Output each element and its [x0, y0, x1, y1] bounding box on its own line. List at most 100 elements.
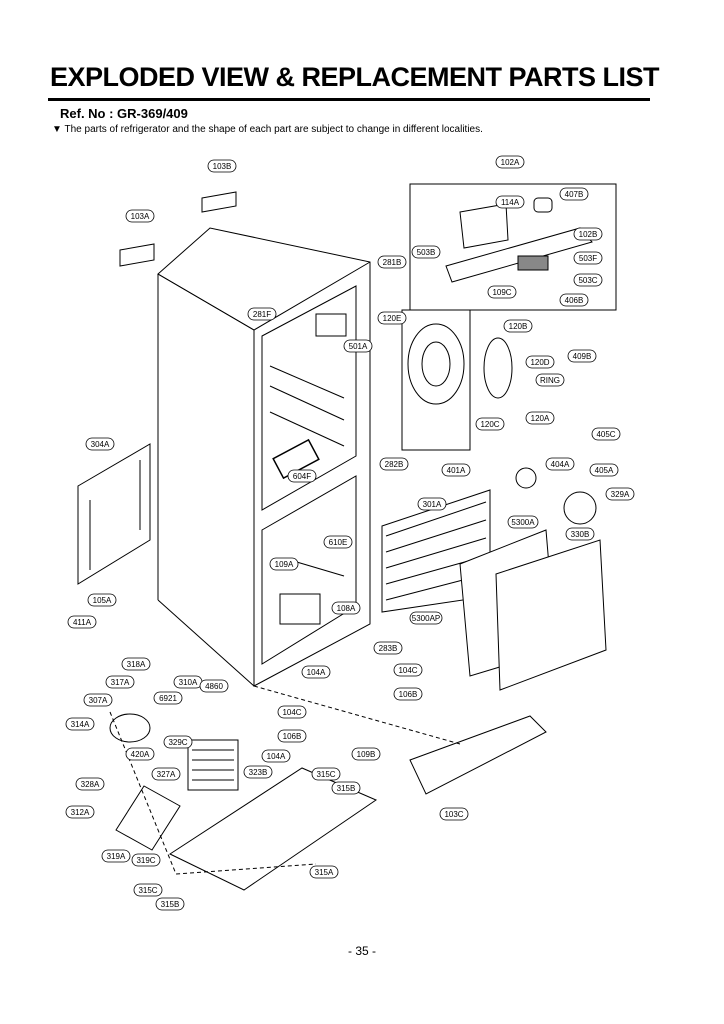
svg-text:283B: 283B	[379, 644, 398, 653]
callout-105A: 105A	[87, 593, 117, 607]
svg-text:328A: 328A	[81, 780, 100, 789]
svg-text:105A: 105A	[93, 596, 112, 605]
svg-text:319C: 319C	[136, 856, 155, 865]
callout-315B-lower: 315B	[155, 897, 185, 911]
callout-103B: 103B	[207, 159, 237, 173]
callout-120A: 120A	[525, 411, 555, 425]
svg-text:4860: 4860	[205, 682, 223, 691]
svg-text:503F: 503F	[579, 254, 597, 263]
callout-315A: 315A	[309, 865, 339, 879]
callout-604F: 604F	[287, 469, 317, 483]
svg-text:405A: 405A	[595, 466, 614, 475]
svg-text:103B: 103B	[213, 162, 232, 171]
callout-503F: 503F	[573, 251, 603, 265]
callout-104C-upper: 104C	[393, 663, 423, 677]
svg-text:409B: 409B	[573, 352, 592, 361]
svg-text:610E: 610E	[329, 538, 348, 547]
svg-text:315B: 315B	[337, 784, 356, 793]
svg-text:102B: 102B	[579, 230, 598, 239]
callout-283B: 283B	[373, 641, 403, 655]
svg-text:405C: 405C	[596, 430, 615, 439]
svg-text:420A: 420A	[131, 750, 150, 759]
page-title: EXPLODED VIEW & REPLACEMENT PARTS LIST	[50, 62, 660, 92]
svg-text:109A: 109A	[275, 560, 294, 569]
callout-315B-upper: 315B	[331, 781, 361, 795]
callout-6921: 6921	[153, 691, 183, 705]
callout-120B: 120B	[503, 319, 533, 333]
svg-text:406B: 406B	[565, 296, 584, 305]
callout-307A: 307A	[83, 693, 113, 707]
svg-text:315A: 315A	[315, 868, 334, 877]
callout-282B: 282B	[379, 457, 409, 471]
svg-text:120D: 120D	[530, 358, 549, 367]
svg-text:109B: 109B	[357, 750, 376, 759]
callout-109B: 109B	[351, 747, 381, 761]
callout-610E: 610E	[323, 535, 353, 549]
svg-text:411A: 411A	[73, 618, 92, 627]
svg-text:109C: 109C	[492, 288, 511, 297]
svg-text:317A: 317A	[111, 678, 130, 687]
svg-text:329C: 329C	[168, 738, 187, 747]
callout-301A: 301A	[417, 497, 447, 511]
callout-103A: 103A	[125, 209, 155, 223]
svg-text:501A: 501A	[349, 342, 368, 351]
callout-406B: 406B	[559, 293, 589, 307]
callout-329A: 329A	[605, 487, 635, 501]
callout-404A: 404A	[545, 457, 575, 471]
callout-281B: 281B	[377, 255, 407, 269]
callout-327A: 327A	[151, 767, 181, 781]
callout-315C-lower: 315C	[133, 883, 163, 897]
callout-120E: 120E	[377, 311, 407, 325]
callout-501A: 501A	[343, 339, 373, 353]
svg-text:103A: 103A	[131, 212, 150, 221]
parts-note: ▼ The parts of refrigerator and the shap…	[52, 124, 483, 135]
svg-text:301A: 301A	[423, 500, 442, 509]
svg-text:315C: 315C	[316, 770, 335, 779]
reference-number: Ref. No : GR-369/409	[60, 106, 188, 121]
callout-102B: 102B	[573, 227, 603, 241]
svg-text:315B: 315B	[161, 900, 180, 909]
svg-text:407B: 407B	[565, 190, 584, 199]
svg-text:103C: 103C	[444, 810, 463, 819]
callout-114A: 114A	[495, 195, 525, 209]
svg-text:312A: 312A	[71, 808, 90, 817]
svg-text:120E: 120E	[383, 314, 402, 323]
svg-text:310A: 310A	[179, 678, 198, 687]
callout-319A: 319A	[101, 849, 131, 863]
callout-RING: RING	[535, 373, 565, 387]
callout-315C-upper: 315C	[311, 767, 341, 781]
svg-text:314A: 314A	[71, 720, 90, 729]
svg-text:5300A: 5300A	[511, 518, 535, 527]
callout-304A: 304A	[85, 437, 115, 451]
callout-104A-upper: 104A	[301, 665, 331, 679]
svg-text:104A: 104A	[267, 752, 286, 761]
svg-text:106B: 106B	[399, 690, 418, 699]
callout-104C-lower: 104C	[277, 705, 307, 719]
callout-407B: 407B	[559, 187, 589, 201]
svg-text:304A: 304A	[91, 440, 110, 449]
svg-text:104C: 104C	[282, 708, 301, 717]
svg-text:318A: 318A	[127, 660, 146, 669]
callout-317A: 317A	[105, 675, 135, 689]
svg-text:503C: 503C	[578, 276, 597, 285]
svg-text:114A: 114A	[501, 198, 520, 207]
callout-4860: 4860	[199, 679, 229, 693]
svg-text:281F: 281F	[253, 310, 271, 319]
callout-319C: 319C	[131, 853, 161, 867]
svg-text:604F: 604F	[293, 472, 311, 481]
callout-106B-upper: 106B	[393, 687, 423, 701]
callout-329C: 329C	[163, 735, 193, 749]
callout-281F: 281F	[247, 307, 277, 321]
svg-text:104A: 104A	[307, 668, 326, 677]
svg-text:319A: 319A	[107, 852, 126, 861]
callout-405C: 405C	[591, 427, 621, 441]
callout-401A: 401A	[441, 463, 471, 477]
svg-text:106B: 106B	[283, 732, 302, 741]
svg-text:329A: 329A	[611, 490, 630, 499]
callout-310A: 310A	[173, 675, 203, 689]
svg-text:281B: 281B	[383, 258, 402, 267]
svg-text:315C: 315C	[138, 886, 157, 895]
callout-109A: 109A	[269, 557, 299, 571]
svg-text:120A: 120A	[531, 414, 550, 423]
callout-323B: 323B	[243, 765, 273, 779]
